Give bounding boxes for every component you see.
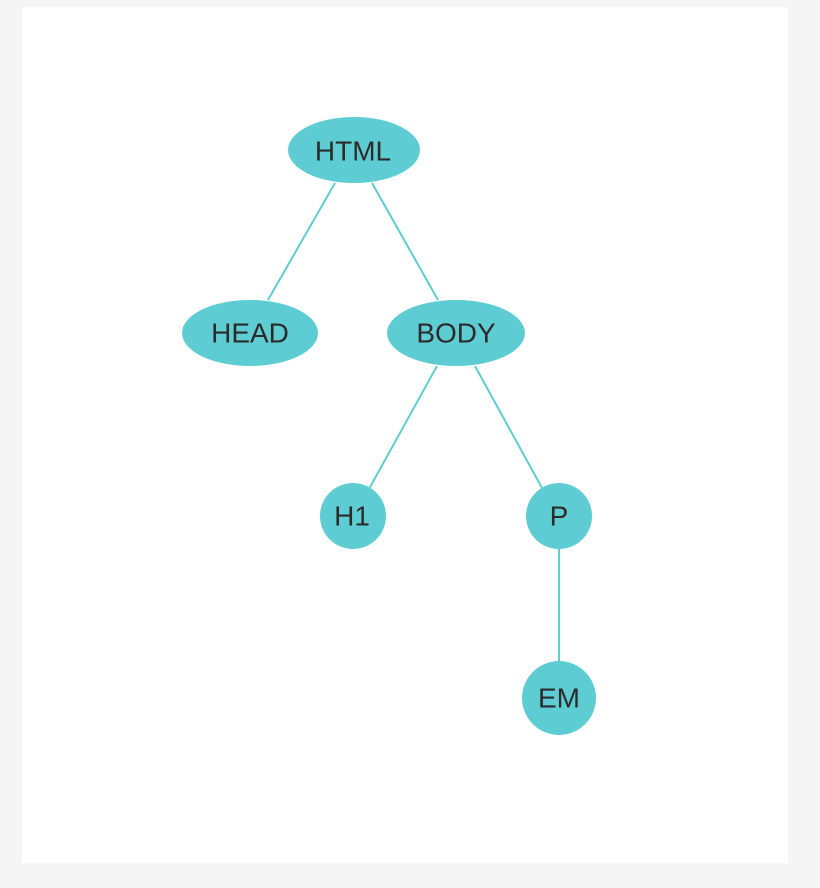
node-html[interactable]: HTML (288, 117, 420, 183)
node-head[interactable]: HEAD (182, 300, 318, 366)
node-body[interactable]: BODY (387, 300, 525, 366)
edge-body-h1 (368, 365, 438, 490)
node-p-label: P (550, 501, 569, 532)
node-h1-shape (320, 483, 386, 549)
node-head-label: HEAD (211, 318, 289, 349)
diagram-canvas: HTML HEAD BODY H1 P EM (22, 7, 788, 863)
edges-group (267, 182, 560, 667)
node-html-shape (288, 117, 420, 183)
node-html-label: HTML (315, 136, 391, 167)
edge-html-body (371, 182, 439, 301)
edge-html-head (267, 182, 336, 301)
node-p[interactable]: P (526, 483, 592, 549)
edge-body-p (474, 365, 543, 489)
node-body-label: BODY (416, 318, 496, 349)
node-h1-label: H1 (334, 501, 370, 532)
dom-tree-diagram: HTML HEAD BODY H1 P EM (182, 117, 596, 735)
node-em[interactable]: EM (522, 661, 596, 735)
node-h1[interactable]: H1 (320, 483, 386, 549)
node-em-label: EM (538, 683, 580, 714)
node-head-shape (182, 300, 318, 366)
node-p-shape (526, 483, 592, 549)
node-em-shape (522, 661, 596, 735)
node-body-shape (387, 300, 525, 366)
